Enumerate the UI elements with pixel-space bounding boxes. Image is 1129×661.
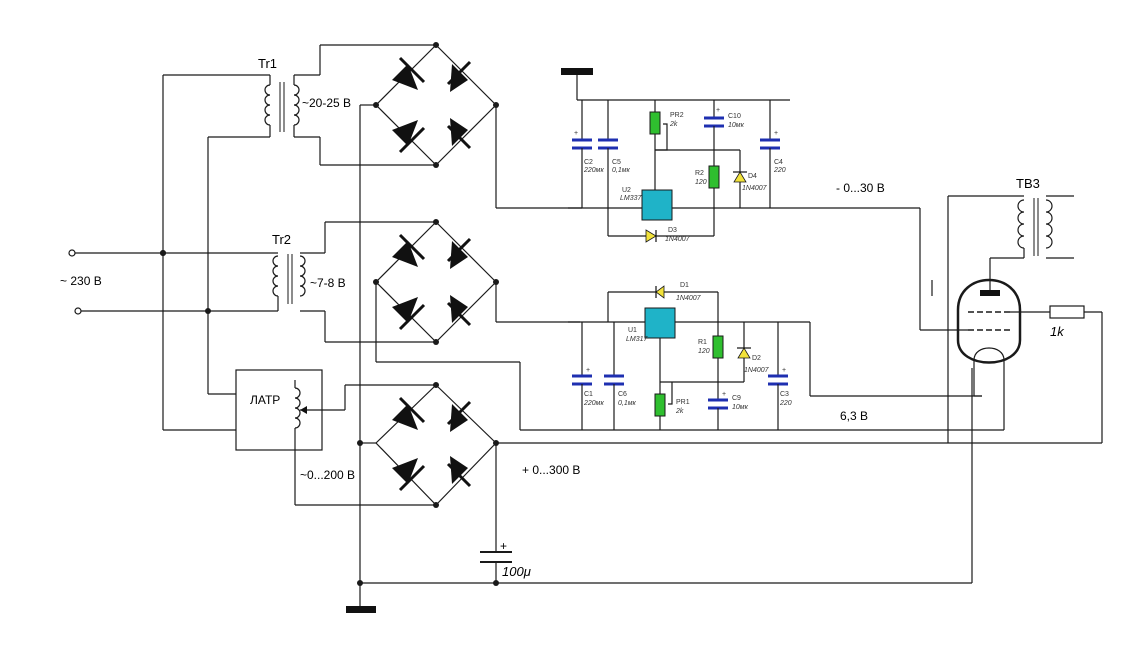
svg-text:+: + xyxy=(716,107,720,114)
r1-label: R1 xyxy=(698,339,707,346)
u2-label: U2 xyxy=(622,187,631,194)
transformer-tr2: Tr2 ~7-8 В xyxy=(163,222,346,342)
u1-value: LM317 xyxy=(626,336,649,343)
c4-value: 220 xyxy=(773,167,786,174)
main-capacitor-label: 100μ xyxy=(502,564,531,579)
c9-label: C9 xyxy=(732,395,741,402)
d3-label: D3 xyxy=(668,227,677,234)
ground-symbol-top xyxy=(561,68,593,75)
pr2-value: 2k xyxy=(669,121,678,128)
latr-label: ЛАТР xyxy=(250,393,280,407)
svg-text:+: + xyxy=(722,391,726,398)
filament-voltage-label: 6,3 В xyxy=(840,409,868,423)
u1-label: U1 xyxy=(628,327,637,334)
c6-label: C6 xyxy=(618,391,627,398)
d4-label: D4 xyxy=(748,173,757,180)
pr2-label: PR2 xyxy=(670,112,684,119)
r1-value: 120 xyxy=(698,348,710,355)
c1-label: C1 xyxy=(584,391,593,398)
tr2-label: Tr2 xyxy=(272,232,291,247)
c10-value: 10мк xyxy=(728,122,745,129)
c5-value: 0,1мк xyxy=(612,167,631,174)
mains-terminal-1 xyxy=(68,249,76,257)
c5-label: C5 xyxy=(612,159,621,166)
upper-regulator: + C2 220мк C5 0,1мк PR2 2k + C10 10мк + … xyxy=(561,68,920,243)
pr1-label: PR1 xyxy=(676,399,690,406)
d2-label: D2 xyxy=(752,355,761,362)
lower-regulator: D1 1N4007 U1 LM317 R1 120 D2 1N4007 + C1… xyxy=(568,282,982,430)
autotransformer-latr: ЛАТР ~0...200 В xyxy=(163,369,436,506)
ground-symbol-bottom xyxy=(346,606,376,613)
mains-terminal-2 xyxy=(74,307,82,315)
d4-value: 1N4007 xyxy=(742,185,768,192)
d1-value: 1N4007 xyxy=(676,295,702,302)
c9-value: 10мк xyxy=(732,404,749,411)
c6-value: 0,1мк xyxy=(618,400,637,407)
resistor-1k-label: 1k xyxy=(1050,324,1065,339)
d2-value: 1N4007 xyxy=(744,367,770,374)
main-filter-capacitor: + 100μ xyxy=(480,539,531,583)
vacuum-tube: 1k xyxy=(790,208,1103,583)
r2-value: 120 xyxy=(695,179,707,186)
bridge-rectifier-1 xyxy=(320,42,582,209)
c1-value: 220мк xyxy=(583,400,604,407)
negative-voltage-label: - 0...30 В xyxy=(836,181,885,195)
svg-text:+: + xyxy=(586,367,590,374)
bridge-rectifier-2 xyxy=(325,219,790,431)
tv3-label: ТВ3 xyxy=(1016,176,1040,191)
c3-value: 220 xyxy=(779,400,792,407)
c2-value: 220мк xyxy=(583,167,604,174)
c10-label: C10 xyxy=(728,113,741,120)
d3-value: 1N4007 xyxy=(665,236,691,243)
tr2-output-label: ~7-8 В xyxy=(310,276,346,290)
positive-voltage-label: + 0...300 В xyxy=(522,463,580,477)
tr1-label: Tr1 xyxy=(258,56,277,71)
svg-text:+: + xyxy=(574,130,578,137)
output-transformer-tv3: ТВ3 xyxy=(947,176,1074,443)
svg-text:+: + xyxy=(782,367,786,374)
mains-label: ~ 230 В xyxy=(60,274,102,288)
d1-label: D1 xyxy=(680,282,689,289)
c3-label: C3 xyxy=(780,391,789,398)
latr-output-label: ~0...200 В xyxy=(300,468,355,482)
transformer-tr1: Tr1 ~20-25 В xyxy=(163,45,351,165)
tr1-output-label: ~20-25 В xyxy=(302,96,351,110)
svg-text:+: + xyxy=(774,130,778,137)
bridge-rectifier-3: + 0...300 В xyxy=(357,382,1102,545)
u2-value: LM337 xyxy=(620,195,643,202)
svg-text:+: + xyxy=(500,539,507,553)
r2-label: R2 xyxy=(695,170,704,177)
c4-label: C4 xyxy=(774,159,783,166)
c2-label: C2 xyxy=(584,159,593,166)
pr1-value: 2k xyxy=(675,408,684,415)
